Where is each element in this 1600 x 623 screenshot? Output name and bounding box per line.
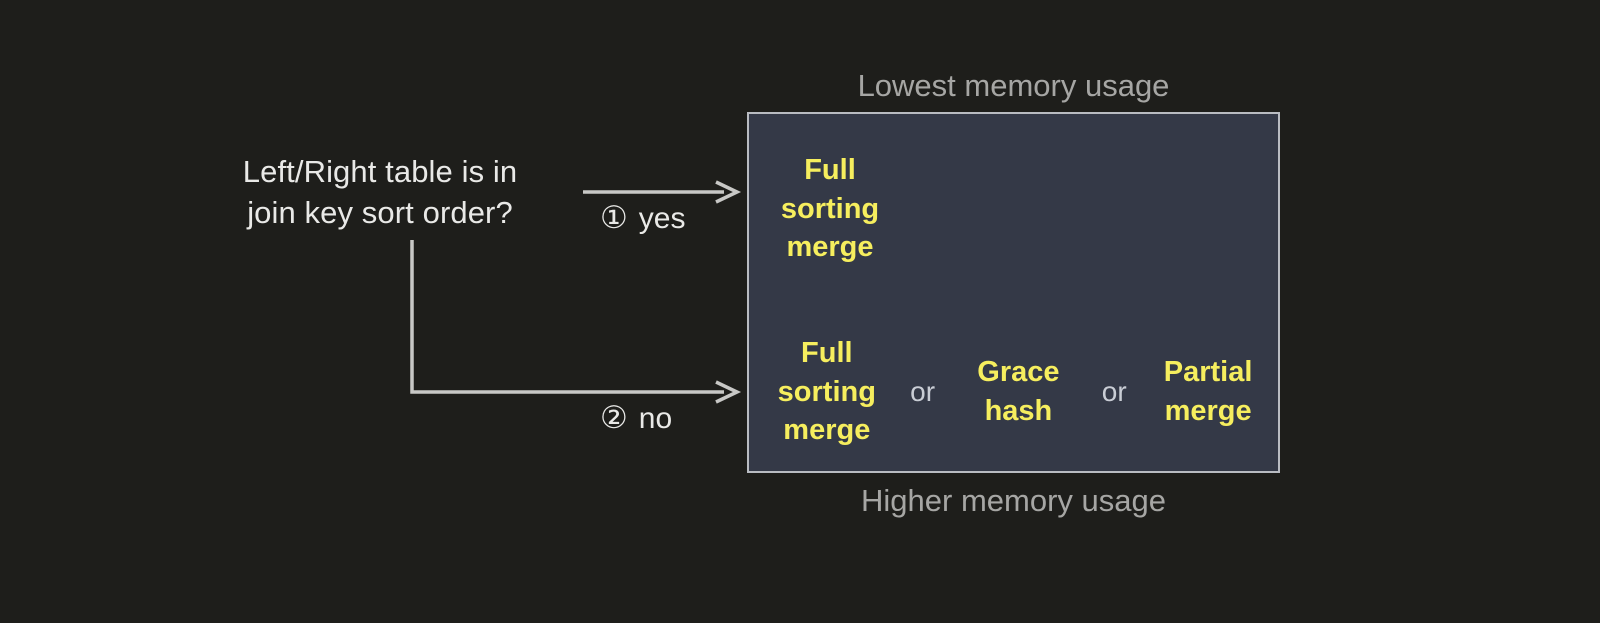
- algorithm-partial-merge: Partial merge: [1163, 356, 1253, 427]
- branch-no-text: no: [638, 401, 673, 435]
- algorithm-full-sorting-merge-unsorted: Full sorting merge: [777, 336, 876, 447]
- connector-no-line: [410, 240, 724, 394]
- lowest-memory-usage-caption: Lowest memory usage: [857, 68, 1170, 103]
- outcome-row-unsorted: Full sorting merge or Grace hash or Part…: [749, 322, 1278, 462]
- outcome-box: Full sorting merge Full sorting merge or…: [747, 112, 1280, 473]
- algorithm-grace-hash: Grace hash: [977, 356, 1060, 427]
- algorithm-full-sorting-merge-sorted: Full sorting merge: [780, 153, 880, 264]
- arrowhead-yes-icon: [715, 180, 742, 204]
- arrowhead-no-icon: [715, 380, 742, 404]
- conjunction-or-second: or: [1101, 376, 1127, 407]
- higher-memory-usage-caption: Higher memory usage: [861, 483, 1166, 518]
- conjunction-or-first: or: [910, 376, 936, 407]
- branch-label-yes: ① yes: [600, 203, 685, 234]
- branch-label-no: ② no: [600, 403, 672, 434]
- circled-number-one-icon: ①: [600, 200, 628, 236]
- branch-yes-text: yes: [638, 201, 686, 235]
- circled-number-two-icon: ②: [600, 400, 628, 436]
- decision-question: Left/Right table is in join key sort ord…: [242, 154, 518, 230]
- outcome-row-sorted: Full sorting merge: [749, 134, 1278, 284]
